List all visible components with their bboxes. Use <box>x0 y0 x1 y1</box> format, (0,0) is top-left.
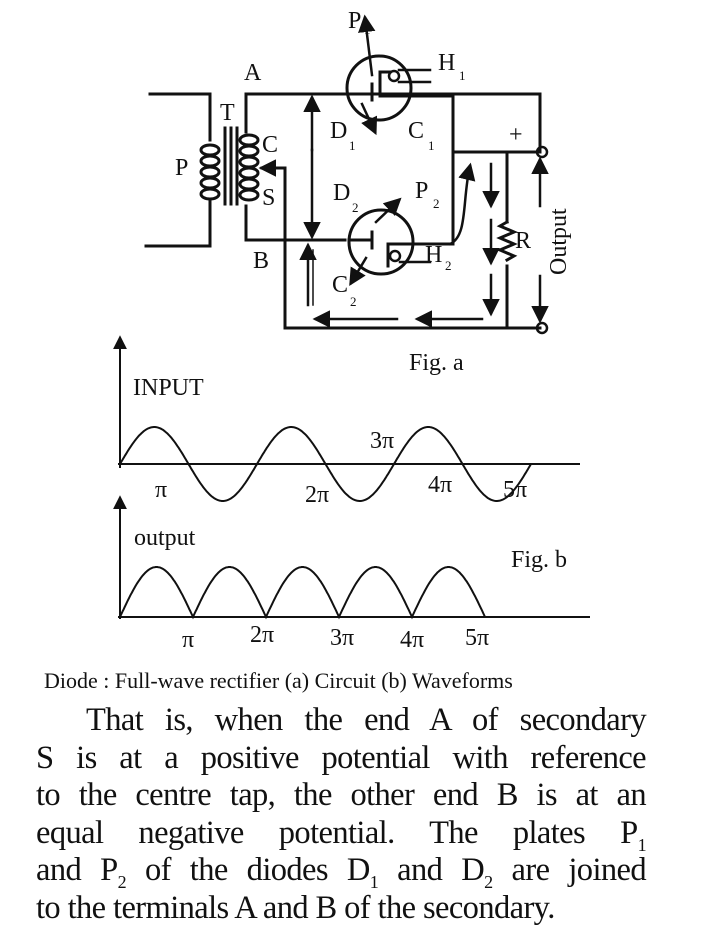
fig-a-label: Fig. a <box>409 350 464 376</box>
paragraph-line-1: That is, when the end A of secondary <box>86 702 647 738</box>
label-cathode2-sub: 2 <box>350 294 357 309</box>
paragraph-line-5-text-b: of the diodes D <box>125 852 370 888</box>
current-arrow-d2-up <box>448 162 476 246</box>
wire-end-a <box>244 92 542 154</box>
label-diode1: D <box>330 118 347 144</box>
output-tick-3pi: 3π <box>330 625 354 651</box>
label-diode2-sub: 2 <box>352 200 359 215</box>
label-output: Output <box>546 208 572 275</box>
label-cathode1: C <box>408 118 424 144</box>
paragraph-line-6: to the terminals A and B of the secondar… <box>36 889 555 926</box>
label-heater2: H <box>425 242 442 268</box>
input-tick-5pi: 5π <box>503 477 527 503</box>
label-end-b: B <box>253 248 269 274</box>
output-tick-4pi: 4π <box>400 627 424 653</box>
output-tick-2pi: 2π <box>250 622 274 648</box>
output-rectified-curve <box>119 566 486 620</box>
label-plate1-sub: 1 <box>364 22 371 37</box>
label-transformer: T <box>220 100 235 126</box>
diode-d1-icon <box>345 14 432 136</box>
full-wave-rectifier-figure: A T P C S B P 1 H 1 D 1 C 1 D 2 P 2 H 2 … <box>113 8 590 653</box>
primary-coil-icon <box>199 143 221 201</box>
label-plate2-sub: 2 <box>433 196 440 211</box>
input-sine-curve <box>119 426 532 502</box>
input-axis-label: INPUT <box>133 375 204 401</box>
input-tick-pi: π <box>155 477 167 503</box>
fig-b-label: Fig. b <box>511 547 567 573</box>
label-centre-tap: C <box>262 132 278 158</box>
label-plate2: P <box>415 178 428 204</box>
input-tick-4pi: 4π <box>428 472 452 498</box>
label-plate1: P <box>348 8 361 34</box>
diode-d2-icon <box>347 197 442 287</box>
label-heater1-sub: 1 <box>459 68 466 83</box>
circuit-labels: A T P C S B P 1 H 1 D 1 C 1 D 2 P 2 H 2 … <box>175 8 572 376</box>
input-waveform-chart: INPUT π 2π 3π 4π 5π <box>113 335 580 508</box>
label-diode1-sub: 1 <box>349 138 356 153</box>
paragraph-line-5-sub-3: 2 <box>484 872 493 892</box>
label-end-a: A <box>244 60 262 86</box>
paragraph-line-4: equal negative potential. The plates P1 <box>36 814 647 855</box>
figure-caption: Diode : Full-wave rectifier (a) Circuit … <box>44 668 513 693</box>
output-tick-pi: π <box>182 627 194 653</box>
label-diode2: D <box>333 180 350 206</box>
secondary-coil-icon <box>238 133 260 202</box>
body-paragraph: That is, when the end A of secondary S i… <box>36 702 647 927</box>
circuit-diagram <box>144 14 549 335</box>
paragraph-line-2: S is at a positive potential with refere… <box>36 739 647 776</box>
wire-centre-tap <box>260 166 542 330</box>
paragraph-line-3: to the centre tap, the other end B is at… <box>36 777 647 813</box>
label-plus: + <box>509 122 523 148</box>
resistor-r-icon <box>496 219 518 263</box>
wire-d1-cathode <box>409 94 455 242</box>
label-heater1: H <box>438 50 455 76</box>
paragraph-line-4-sub: 1 <box>637 834 647 855</box>
output-tick-5pi: 5π <box>465 625 489 651</box>
label-cathode1-sub: 1 <box>428 138 435 153</box>
label-cathode2: C <box>332 272 348 298</box>
input-tick-2pi: 2π <box>305 482 329 508</box>
paragraph-line-5: and P2 of the diodes D1 and D2 are joine… <box>36 852 647 892</box>
paragraph-line-5-sub-1: 2 <box>117 872 127 892</box>
input-tick-3pi: 3π <box>370 428 394 454</box>
wire-end-b <box>244 204 347 242</box>
primary-lead-top <box>148 92 212 142</box>
paragraph-line-5-text-c: and D <box>378 852 485 888</box>
paragraph-line-5-sub-2: 1 <box>369 872 379 892</box>
transformer-core-icon <box>223 126 239 206</box>
label-primary: P <box>175 155 188 181</box>
output-axis-label: output <box>134 525 196 551</box>
label-resistor: R <box>515 228 531 254</box>
paragraph-line-5-text-d: are joined <box>492 852 647 888</box>
primary-lead-bottom <box>144 198 212 248</box>
paragraph-line-5-text-a: and P <box>36 852 118 888</box>
output-waveform-chart: output Fig. b π 2π 3π 4π 5π <box>113 495 590 653</box>
paragraph-line-4-text: equal negative potential. The plates P <box>36 814 638 851</box>
label-heater2-sub: 2 <box>445 258 452 273</box>
label-secondary: S <box>262 185 275 211</box>
